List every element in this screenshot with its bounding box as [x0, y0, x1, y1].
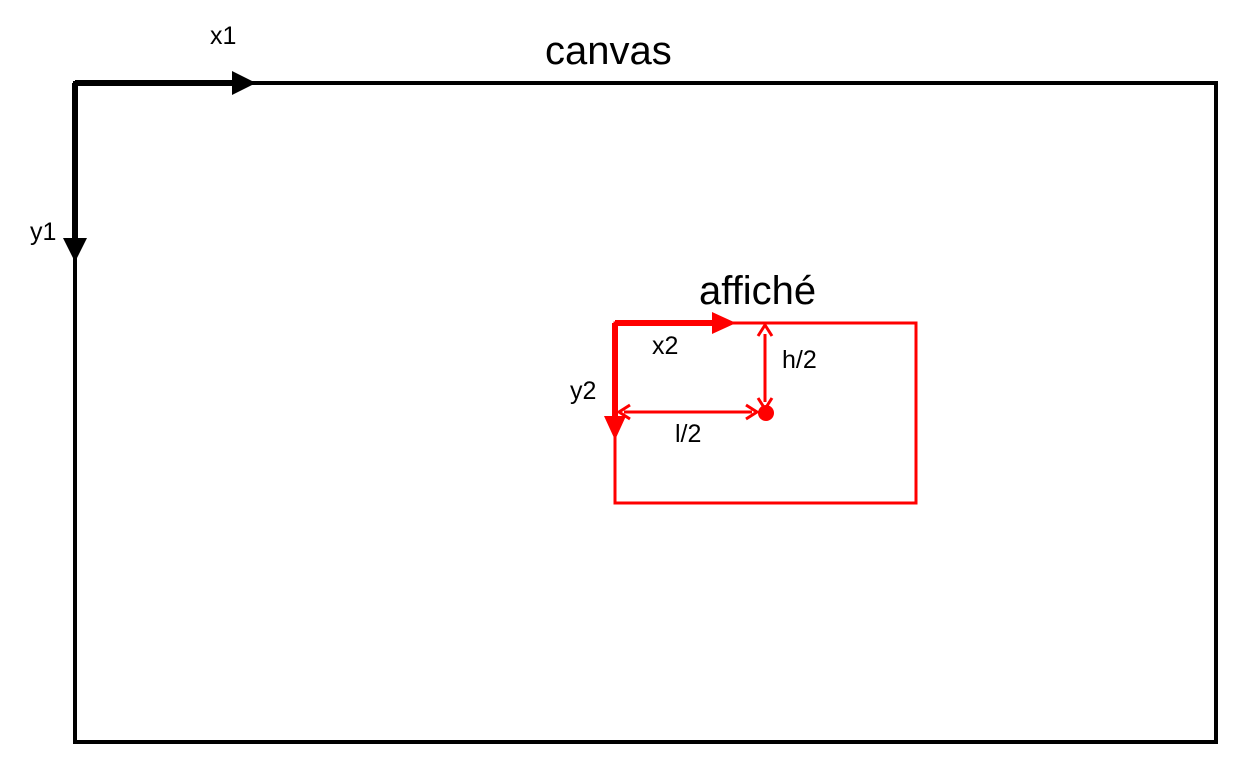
- canvas-rect: [73, 81, 1218, 744]
- center-point: [758, 405, 774, 421]
- canvas-label: canvas: [545, 29, 672, 73]
- y2-label: y2: [570, 377, 596, 405]
- h-half-label: h/2: [782, 346, 817, 374]
- y2-arrowhead: [604, 416, 626, 440]
- x2-label: x2: [652, 332, 678, 360]
- l-half-arrowhead-left: [616, 403, 631, 421]
- x1-label: x1: [210, 22, 236, 50]
- y1-arrowhead: [63, 238, 87, 262]
- h-half-arrowhead-top: [756, 322, 774, 337]
- x2-arrowhead: [712, 312, 736, 334]
- l-half-arrowhead-right: [745, 403, 760, 421]
- l-half-label: l/2: [675, 420, 701, 448]
- x1-arrowhead: [232, 71, 256, 95]
- y1-label: y1: [30, 218, 56, 246]
- affiche-label: affiché: [699, 269, 816, 313]
